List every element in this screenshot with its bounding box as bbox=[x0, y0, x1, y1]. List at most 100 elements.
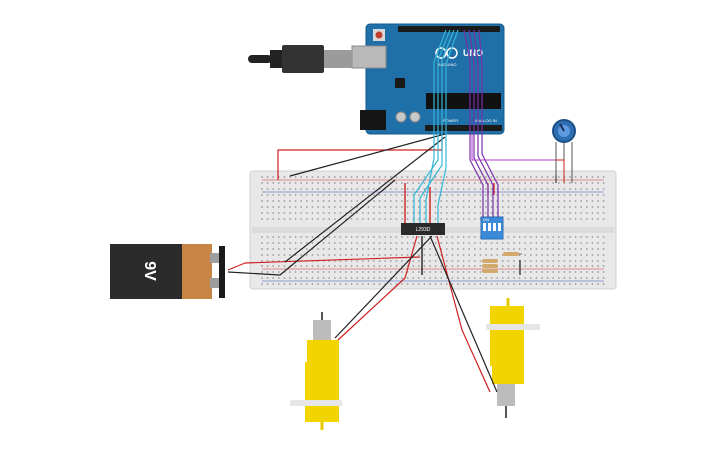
breadboard-hole bbox=[513, 212, 515, 214]
breadboard-hole bbox=[462, 265, 465, 267]
breadboard-hole bbox=[445, 188, 448, 190]
breadboard-hole bbox=[350, 254, 353, 256]
breadboard-hole bbox=[524, 260, 527, 262]
breadboard-hole bbox=[597, 277, 599, 279]
breadboard-hole bbox=[311, 218, 314, 220]
breadboard-hole bbox=[585, 206, 588, 208]
breadboard-hole bbox=[322, 176, 325, 178]
breadboard-hole bbox=[322, 283, 325, 285]
breadboard-hole bbox=[451, 260, 454, 262]
breadboard-hole bbox=[423, 248, 426, 250]
breadboard-hole bbox=[524, 212, 527, 214]
breadboard-hole bbox=[356, 242, 359, 244]
breadboard-hole bbox=[440, 265, 443, 267]
breadboard-hole bbox=[417, 236, 420, 238]
usb-plug-metal bbox=[324, 50, 352, 68]
breadboard-hole bbox=[356, 265, 359, 267]
breadboard-hole bbox=[417, 260, 420, 262]
breadboard-hole bbox=[389, 194, 392, 196]
breadboard-hole bbox=[333, 260, 336, 262]
breadboard-hole bbox=[345, 236, 347, 238]
breadboard-hole bbox=[585, 200, 588, 202]
breadboard-hole bbox=[378, 182, 381, 184]
breadboard-hole bbox=[417, 200, 420, 202]
breadboard-hole bbox=[585, 194, 588, 196]
breadboard-hole bbox=[289, 200, 291, 202]
breadboard-hole bbox=[557, 236, 560, 238]
breadboard-hole bbox=[535, 212, 538, 214]
breadboard-hole bbox=[462, 248, 465, 250]
breadboard-hole bbox=[591, 283, 594, 285]
breadboard-hole bbox=[557, 182, 560, 184]
breadboard-hole bbox=[272, 188, 275, 190]
breadboard-hole bbox=[462, 212, 465, 214]
breadboard-hole bbox=[462, 218, 465, 220]
breadboard-hole bbox=[266, 176, 269, 178]
breadboard-hole bbox=[585, 254, 588, 256]
breadboard-hole bbox=[300, 236, 303, 238]
breadboard-hole bbox=[473, 277, 476, 279]
breadboard-hole bbox=[311, 188, 314, 190]
breadboard-hole bbox=[322, 182, 325, 184]
breadboard-hole bbox=[345, 248, 347, 250]
breadboard-hole bbox=[591, 212, 594, 214]
breadboard-hole bbox=[473, 248, 476, 250]
breadboard-hole bbox=[356, 176, 359, 178]
breadboard-hole bbox=[485, 206, 487, 208]
breadboard-hole bbox=[485, 176, 487, 178]
breadboard-hole bbox=[350, 218, 353, 220]
breadboard-hole bbox=[468, 260, 471, 262]
breadboard-hole bbox=[350, 260, 353, 262]
breadboard-hole bbox=[501, 212, 504, 214]
motor-right bbox=[486, 298, 540, 418]
breadboard-hole bbox=[434, 206, 437, 208]
breadboard-hole bbox=[597, 176, 599, 178]
breadboard-hole bbox=[563, 254, 566, 256]
breadboard-hole bbox=[333, 206, 336, 208]
breadboard-hole bbox=[378, 206, 381, 208]
breadboard-hole bbox=[451, 248, 454, 250]
breadboard-hole bbox=[294, 212, 297, 214]
breadboard-hole bbox=[266, 236, 269, 238]
breadboard-hole bbox=[289, 283, 291, 285]
breadboard-hole bbox=[328, 265, 331, 267]
breadboard-hole bbox=[524, 176, 527, 178]
breadboard-hole bbox=[417, 265, 420, 267]
breadboard-hole bbox=[434, 283, 437, 285]
breadboard-hole bbox=[468, 188, 471, 190]
breadboard-hole bbox=[485, 242, 487, 244]
breadboard-hole bbox=[451, 271, 454, 273]
breadboard-hole bbox=[345, 194, 347, 196]
breadboard-hole bbox=[563, 218, 566, 220]
breadboard-hole bbox=[580, 218, 583, 220]
breadboard-hole bbox=[496, 277, 499, 279]
dip-switch-toggle bbox=[498, 223, 501, 231]
voltage-regulator bbox=[395, 78, 405, 88]
breadboard-hole bbox=[333, 283, 336, 285]
breadboard-hole bbox=[389, 218, 392, 220]
breadboard-hole bbox=[602, 260, 605, 262]
breadboard-hole bbox=[507, 194, 510, 196]
breadboard-hole bbox=[501, 188, 504, 190]
breadboard-hole bbox=[513, 176, 515, 178]
breadboard-hole bbox=[513, 236, 515, 238]
breadboard-hole bbox=[574, 182, 577, 184]
breadboard-hole bbox=[356, 260, 359, 262]
breadboard-hole bbox=[457, 277, 459, 279]
breadboard-hole bbox=[585, 260, 588, 262]
breadboard-hole bbox=[546, 283, 549, 285]
breadboard-hole bbox=[423, 200, 426, 202]
breadboard-hole bbox=[300, 283, 303, 285]
breadboard-hole bbox=[535, 248, 538, 250]
breadboard-hole bbox=[546, 260, 549, 262]
dc-jack bbox=[360, 110, 386, 130]
breadboard-hole bbox=[462, 182, 465, 184]
wire-motor bbox=[429, 235, 498, 393]
breadboard-hole bbox=[356, 254, 359, 256]
breadboard-hole bbox=[451, 212, 454, 214]
breadboard-hole bbox=[546, 188, 549, 190]
breadboard-hole bbox=[563, 188, 566, 190]
breadboard-hole bbox=[311, 271, 314, 273]
breadboard-hole bbox=[412, 271, 415, 273]
breadboard-hole bbox=[462, 206, 465, 208]
